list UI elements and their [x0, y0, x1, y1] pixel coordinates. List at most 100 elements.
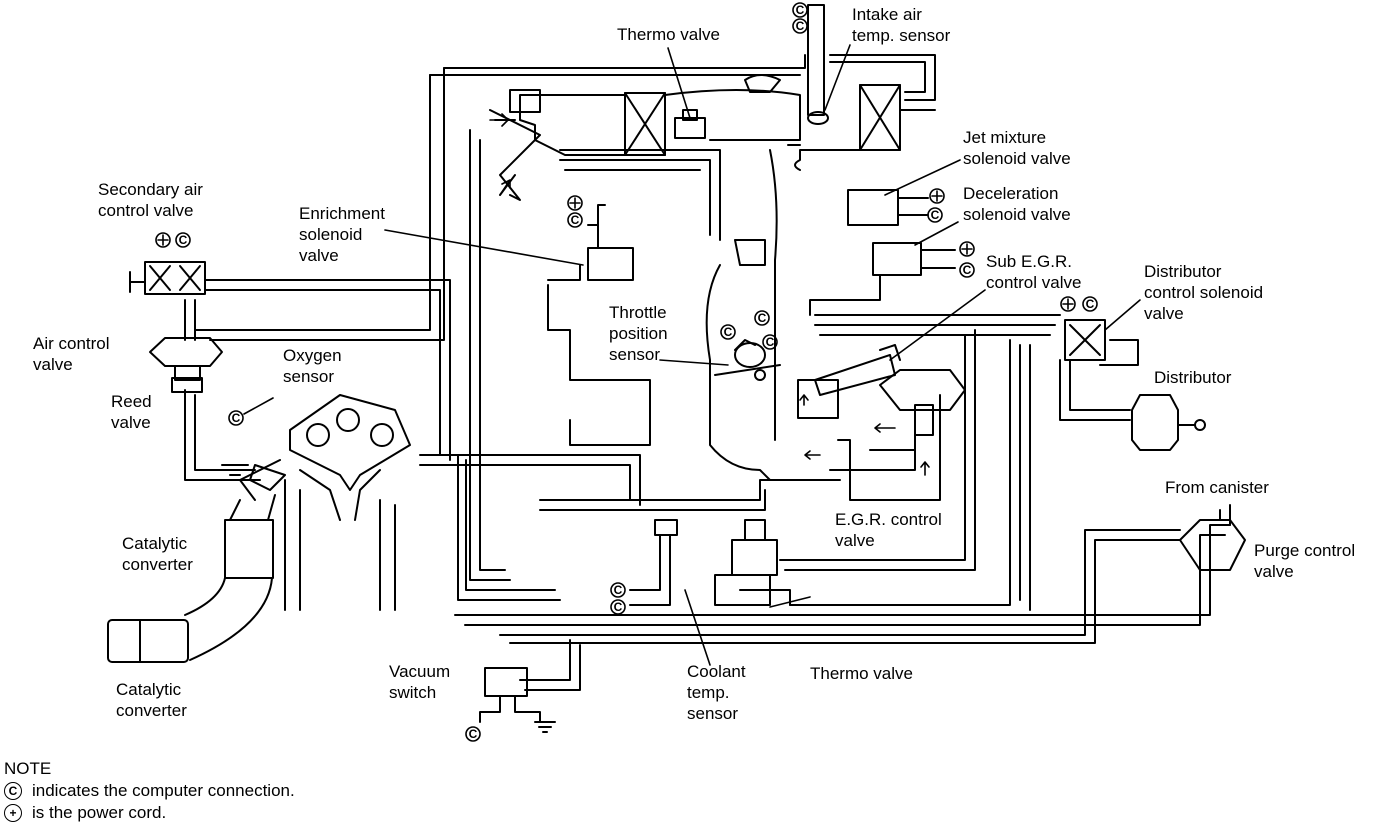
label-line: Secondary air [98, 180, 203, 199]
label-line: Catalytic [116, 680, 182, 699]
label-air-control-valve: Air control valve [33, 333, 110, 375]
thermo-valve-bottom-body [714, 519, 791, 606]
svg-text:C: C [796, 3, 805, 17]
ground-symbols [221, 464, 556, 733]
svg-text:C: C [571, 213, 580, 227]
svg-text:C: C [931, 208, 940, 222]
throttle-chamber [705, 149, 778, 481]
computer-connection-symbol: C [175, 232, 191, 248]
intake-air-temp-sensor-tube [807, 4, 829, 125]
svg-text:C: C [1086, 297, 1095, 311]
secondary-air-control-valve-body [129, 261, 206, 295]
purge-control-valve-body [1179, 504, 1246, 571]
label-line: sensor [283, 367, 335, 386]
power-cord-icon: + [4, 804, 22, 822]
note-power-row: + is the power cord. [4, 802, 295, 824]
svg-text:C: C [179, 233, 188, 247]
label-line: solenoid [299, 225, 363, 244]
label-thermo-valve-bottom: Thermo valve [810, 664, 913, 683]
thermo-valve-top-body [674, 109, 706, 139]
label-line: valve [299, 246, 339, 265]
label-line: Throttle [609, 303, 667, 322]
label-line: Catalytic [122, 534, 188, 553]
enrichment-solenoid-valve-body [587, 204, 634, 281]
power-cord-symbol [1060, 296, 1076, 312]
note-title: NOTE [4, 759, 52, 778]
computer-connection-symbol: C [792, 18, 808, 34]
svg-text:C: C [724, 325, 733, 339]
label-sub-egr-control-valve: Sub E.G.R. control valve [986, 251, 1081, 293]
label-reed-valve: Reed valve [111, 391, 152, 433]
label-line: switch [389, 683, 437, 702]
label-thermo-valve-top: Thermo valve [617, 25, 720, 44]
label-line: Distributor [1144, 262, 1222, 281]
flow-arrows [489, 113, 930, 476]
catalytic-converter-lower [107, 577, 273, 663]
svg-text:C: C [796, 19, 805, 33]
label-throttle-position-sensor: Throttle position sensor [609, 302, 668, 365]
computer-connection-symbol: C [465, 726, 481, 742]
label-secondary-air-control-valve: Secondary air control valve [98, 179, 203, 221]
svg-text:C: C [766, 335, 775, 349]
computer-connection-symbol: C [610, 582, 626, 598]
distributor-body [1131, 394, 1206, 451]
label-intake-air-temp-sensor: Intake air temp. sensor [852, 4, 950, 46]
label-line: Air control [33, 334, 110, 353]
label-egr-control-valve: E.G.R. control valve [835, 509, 942, 551]
deceleration-solenoid-valve-body [809, 242, 956, 316]
svg-text:C: C [614, 583, 623, 597]
label-line: Sub E.G.R. [986, 252, 1072, 271]
computer-connection-symbol: C [720, 324, 736, 340]
power-cord-symbol [567, 195, 583, 211]
air-cleaner-assembly [519, 74, 936, 171]
label-enrichment-solenoid-valve: Enrichment solenoid valve [299, 203, 385, 266]
label-line: valve [835, 531, 875, 550]
label-line: solenoid valve [963, 205, 1071, 224]
sub-egr-control-valve-body [797, 344, 901, 419]
label-line: E.G.R. control [835, 510, 942, 529]
power-cord-symbol [929, 188, 945, 204]
label-oxygen-sensor: Oxygen sensor [283, 345, 342, 387]
note-power-text: is the power cord. [32, 803, 167, 822]
svg-text:C: C [614, 600, 623, 614]
label-distributor-control-solenoid-valve: Distributor control solenoid valve [1144, 261, 1263, 324]
label-line: position [609, 324, 668, 343]
label-line: sensor [687, 704, 739, 723]
computer-connection-symbol: C [1082, 296, 1098, 312]
label-line: control valve [986, 273, 1082, 292]
computer-connection-icon: C [4, 782, 22, 800]
label-line: control valve [98, 201, 194, 220]
computer-connection-symbol: C [610, 599, 626, 615]
label-line: Deceleration [963, 184, 1059, 203]
vacuum-switch-body [479, 667, 541, 723]
power-cord-symbol [155, 232, 171, 248]
label-line: solenoid valve [963, 149, 1071, 168]
label-line: Coolant [687, 662, 746, 681]
label-deceleration-solenoid-valve: Deceleration solenoid valve [963, 183, 1071, 225]
reed-valve-body [171, 377, 203, 393]
note-computer-row: C indicates the computer connection. [4, 780, 295, 802]
label-distributor: Distributor [1154, 368, 1232, 387]
computer-connection-symbol: C [762, 334, 778, 350]
label-line: temp. [687, 683, 730, 702]
label-line: valve [111, 413, 151, 432]
note-computer-text: indicates the computer connection. [32, 781, 295, 800]
label-vacuum-switch: Vacuum switch [389, 661, 450, 703]
air-control-valve-body [149, 299, 223, 381]
label-line: valve [1144, 304, 1184, 323]
catalytic-converter-upper [224, 494, 276, 579]
svg-text:C: C [963, 263, 972, 277]
label-line: Vacuum [389, 662, 451, 681]
computer-connection-symbol: C [792, 2, 808, 18]
label-from-canister: From canister [1165, 478, 1269, 497]
computer-connection-symbol: C [754, 310, 770, 326]
computer-connection-symbol: C [959, 262, 975, 278]
intake-snorkel [489, 89, 541, 201]
computer-connection-symbol: C [567, 212, 583, 228]
jet-mixture-solenoid-valve-body [847, 189, 929, 226]
label-line: Purge control [1254, 541, 1356, 560]
label-purge-control-valve: Purge control valve [1254, 540, 1355, 582]
computer-connection-symbol: C [228, 410, 244, 426]
svg-text:C: C [232, 411, 241, 425]
